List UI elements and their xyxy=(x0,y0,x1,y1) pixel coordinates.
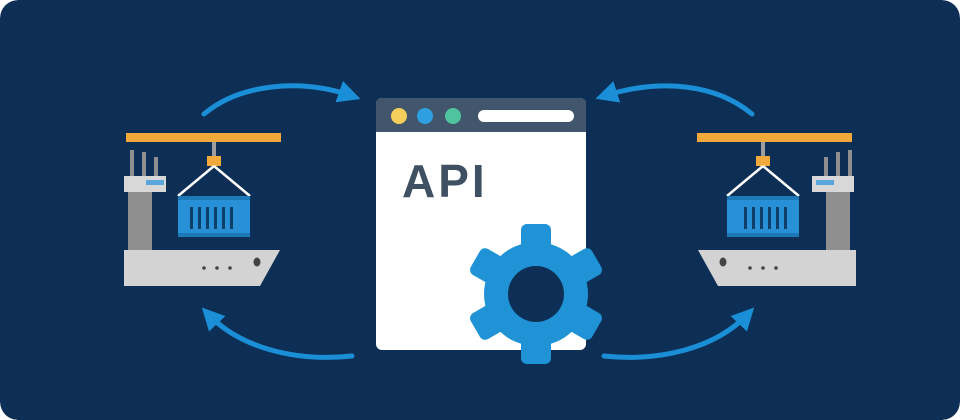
arrow-icon xyxy=(595,81,755,117)
gear-icon xyxy=(470,224,602,364)
api-label: API xyxy=(402,155,488,207)
window-dot-blue xyxy=(417,108,433,124)
container-icon xyxy=(727,196,799,237)
arrow-icon xyxy=(201,80,361,117)
arrow-icon xyxy=(601,307,755,360)
crane-bar xyxy=(126,133,281,142)
ship-icon xyxy=(124,133,281,286)
container-icon xyxy=(178,196,250,237)
gear-hole xyxy=(508,266,564,322)
ship-icon xyxy=(697,133,856,286)
window-address-bar xyxy=(478,110,574,122)
window-dot-yellow xyxy=(391,108,407,124)
window-dot-green xyxy=(445,108,461,124)
arrow-icon xyxy=(201,307,355,360)
